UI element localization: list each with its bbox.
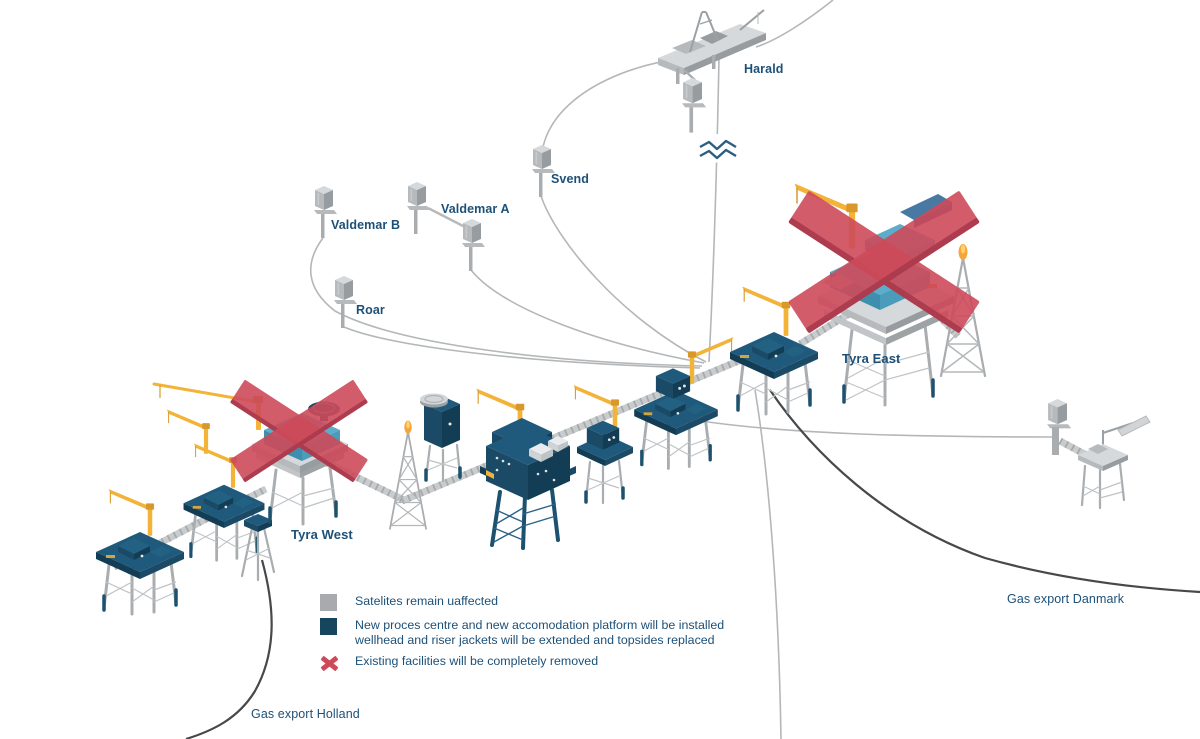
legend-new-process-line2: wellhead and riser jackets will be exten… <box>355 632 715 647</box>
label-harald: Harald <box>744 62 784 76</box>
legend-new-process-line1: New proces centre and new accomodation p… <box>355 618 725 632</box>
pipeline-gas-export-holland <box>185 559 273 739</box>
satellite-svend <box>532 145 555 197</box>
pipeline-break-icon <box>696 131 742 165</box>
satellite-swatch-icon <box>320 594 337 611</box>
bridges <box>112 206 1092 571</box>
label-valdemar-b: Valdemar B <box>331 218 401 232</box>
label-gas-export-holland: Gas export Holland <box>251 707 360 721</box>
label-tyra-west: Tyra West <box>291 527 353 542</box>
label-roar: Roar <box>356 303 385 317</box>
label-valdemar-a: Valdemar A <box>441 202 510 216</box>
satellite-valdemar-a <box>407 182 485 271</box>
legend-row-removed: Existing facilities will be completely r… <box>320 654 800 673</box>
platform-tyra-west-tripod <box>240 514 276 582</box>
new-platform-swatch-icon <box>320 618 337 635</box>
platform-tyra-west-wellhead-a <box>94 488 186 616</box>
legend: Satelites remain uaffected New proces ce… <box>320 594 800 680</box>
pipeline-gas-export-danmark <box>769 389 1200 594</box>
platform-harald <box>658 9 766 133</box>
satellite-east-pair <box>1047 399 1151 510</box>
legend-removed-label: Existing facilities will be completely r… <box>355 654 599 668</box>
platform-riser <box>632 336 734 471</box>
platform-helideck <box>420 393 462 483</box>
legend-row-new-process: New proces centre and new accomodation p… <box>320 618 800 647</box>
platform-accommodation <box>573 384 633 505</box>
flare-tower-tyra-west <box>389 419 427 530</box>
legend-satellites-label: Satelites remain uaffected <box>355 594 499 608</box>
legend-row-satellites: Satelites remain uaffected <box>320 594 800 611</box>
red-x-icon <box>320 656 339 671</box>
platform-process-centre <box>475 387 576 550</box>
label-tyra-east: Tyra East <box>842 351 901 366</box>
label-svend: Svend <box>551 172 590 186</box>
tieback-lines <box>310 0 1053 739</box>
label-gas-export-danmark: Gas export Danmark <box>1007 592 1125 606</box>
